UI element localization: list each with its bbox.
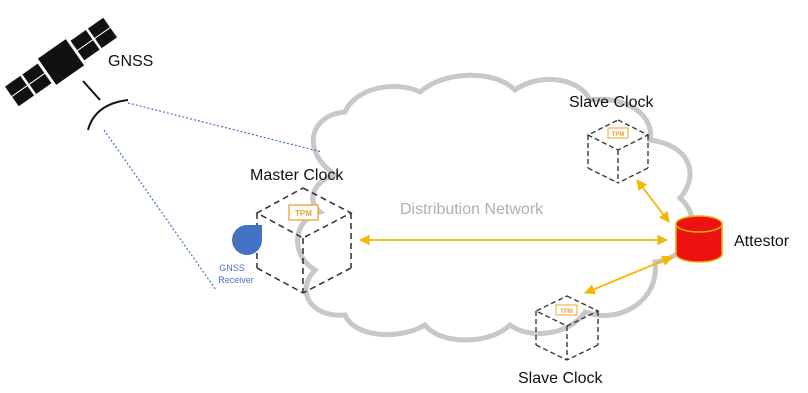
gnss-label: GNSS <box>108 53 153 70</box>
distribution-network-label: Distribution Network <box>400 201 544 218</box>
gnss-receiver-label-line2: Receiver <box>218 275 254 285</box>
gnss-receiver-icon <box>232 225 262 255</box>
slave-top-tpm-chip: TPM <box>607 127 629 139</box>
master-clock-label: Master Clock <box>250 167 344 184</box>
gnss-receiver-label-line1: GNSS <box>219 263 245 273</box>
slave-clock-top-label: Slave Clock <box>569 94 654 111</box>
svg-text:TPM: TPM <box>295 209 312 218</box>
master-clock-cube <box>255 187 353 294</box>
signal-line-upper <box>127 102 323 153</box>
slave-bottom-tpm-chip: TPM <box>555 304 578 316</box>
svg-text:TPM: TPM <box>612 132 625 138</box>
arrow-slave-top-attestor <box>636 179 670 223</box>
svg-text:TPM: TPM <box>560 309 573 315</box>
arrow-slave-bottom-attestor <box>584 255 673 295</box>
slave-clock-bottom-cube <box>534 295 600 361</box>
attestor-database-icon <box>675 215 723 263</box>
slave-clock-bottom-label: Slave Clock <box>518 370 603 387</box>
attestor-label: Attestor <box>734 233 790 250</box>
signal-line-lower <box>103 129 217 291</box>
slave-clock-top-cube <box>586 119 650 184</box>
satellite-icon <box>4 17 129 131</box>
master-tpm-chip: TPM <box>288 204 319 221</box>
